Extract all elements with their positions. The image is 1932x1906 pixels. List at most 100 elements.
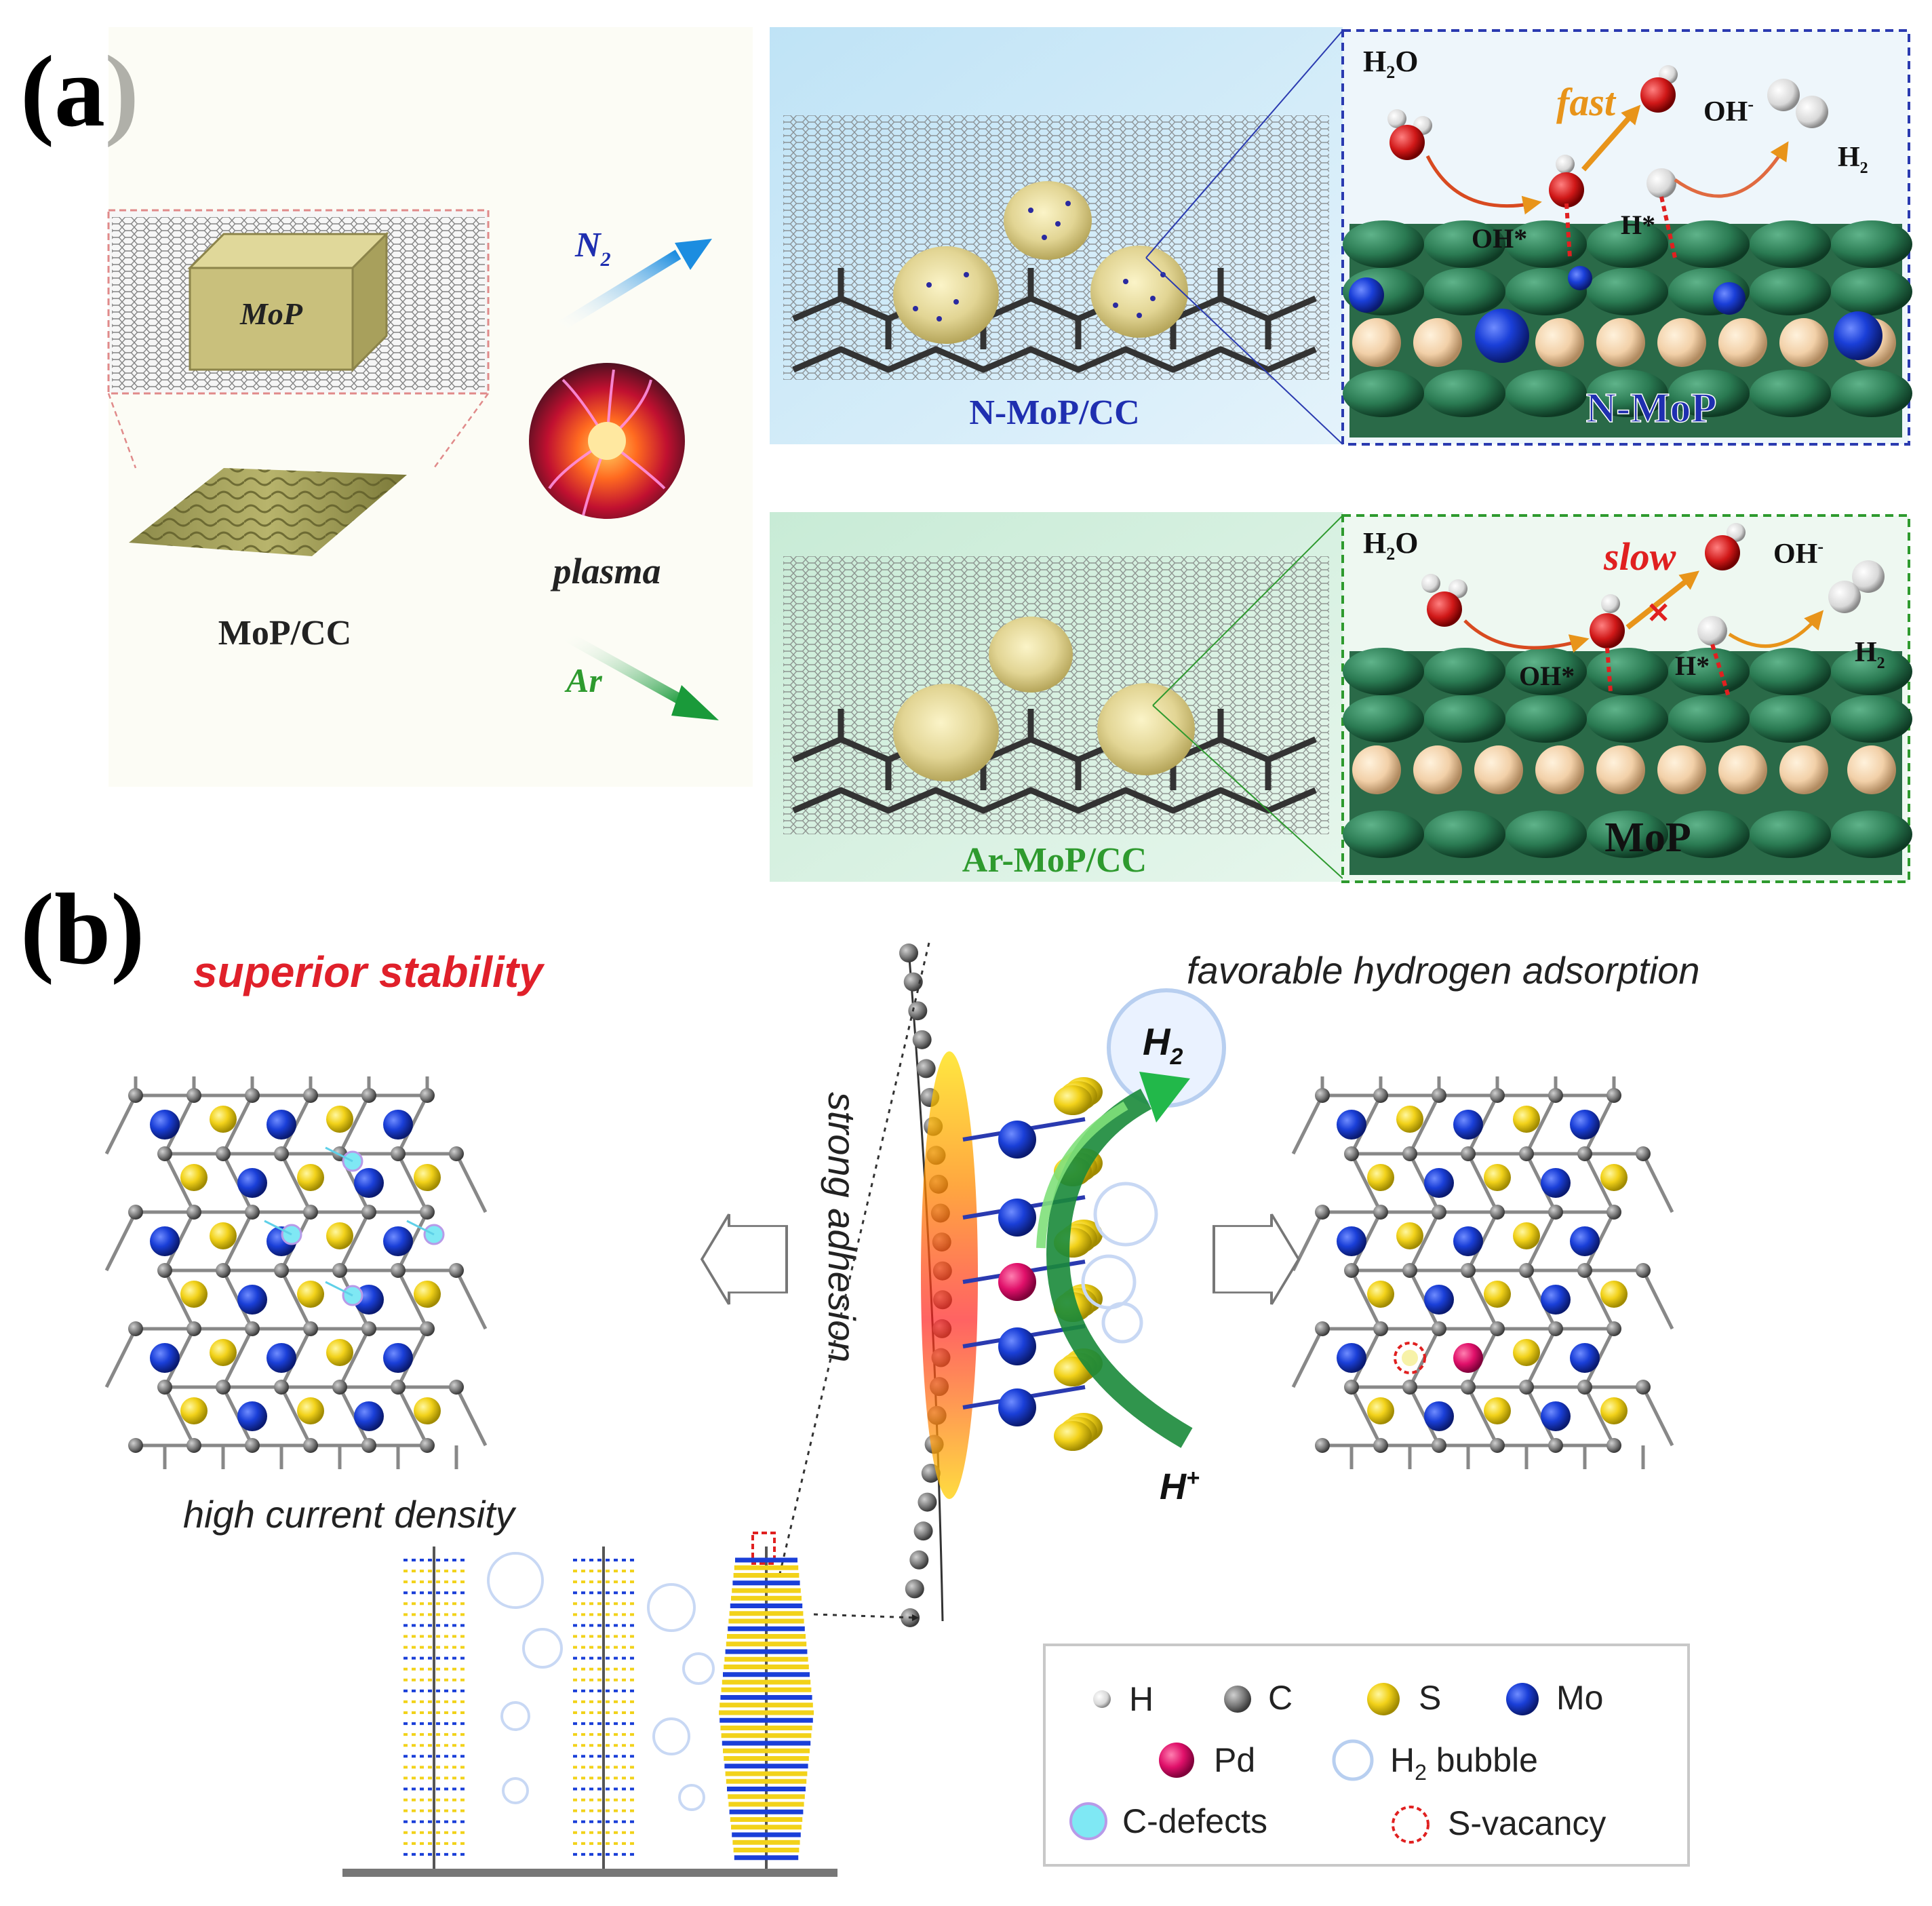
carbon-atom	[912, 1030, 932, 1049]
mo-atom	[267, 1110, 296, 1140]
mop-cc-label: MoP/CC	[218, 614, 351, 653]
s-atom	[1054, 1357, 1092, 1386]
s-atom	[180, 1397, 208, 1424]
n-mop-cc-label: N-MoP/CC	[969, 393, 1139, 432]
lattice-bond	[1408, 1211, 1441, 1272]
s-atom	[1484, 1281, 1511, 1308]
carbon-atom	[908, 1001, 928, 1021]
carbon-atom	[1315, 1088, 1330, 1103]
n2-label: N2	[574, 226, 611, 271]
carbon-atom	[909, 1550, 929, 1570]
graphene-sheet-bottom	[783, 556, 1329, 834]
n-mop-surface	[1343, 220, 1912, 437]
carbon-atom	[1373, 1321, 1388, 1336]
carbon-atom	[216, 1380, 231, 1395]
mo-atom	[267, 1343, 296, 1373]
proton-flow-arrow	[1046, 1089, 1193, 1448]
mo-atom	[1453, 1110, 1483, 1140]
carbon-atom	[1577, 1380, 1592, 1395]
carbon-atom	[1490, 1088, 1505, 1103]
carbon-atom	[1461, 1380, 1476, 1395]
lattice-bond	[1466, 1269, 1499, 1330]
lattice-bond	[279, 1152, 313, 1213]
carbon-atom	[332, 1263, 347, 1278]
carbon-atom	[1344, 1380, 1359, 1395]
n-mop-speed: fast	[1556, 80, 1617, 124]
carbon-atom	[303, 1088, 318, 1103]
mo-atom	[1453, 1226, 1483, 1256]
right-lattice	[1291, 1076, 1674, 1469]
carbon-atom	[1315, 1438, 1330, 1453]
lattice-bond	[1524, 1094, 1558, 1155]
carbon-atom	[1373, 1438, 1388, 1453]
mo-atom	[1541, 1401, 1571, 1431]
carbon-atom	[903, 972, 923, 992]
defect-bond	[325, 1146, 353, 1163]
legend-bubble: H2 bubble	[1390, 1741, 1538, 1785]
legend-bubble-swatch	[1332, 1739, 1374, 1781]
mop-cube-side	[351, 231, 388, 372]
mop-h-star: H*	[1675, 650, 1710, 681]
n-mop-molecules	[1387, 65, 1828, 258]
n-mop-h-star: H*	[1621, 210, 1655, 240]
carbon-atom	[1432, 1205, 1446, 1220]
carbon-atom	[1373, 1088, 1388, 1103]
s-atom	[1600, 1164, 1628, 1191]
mo-atom	[150, 1343, 180, 1373]
carbon-cloth: MoP/CC	[129, 468, 407, 653]
legend-h: H	[1129, 1680, 1154, 1718]
right-outline-arrow	[1213, 1213, 1301, 1305]
mo-atom	[150, 1110, 180, 1140]
mo-atom	[383, 1226, 413, 1256]
mop-speed: slow	[1603, 534, 1676, 579]
carbon-atom	[128, 1088, 143, 1103]
n2-arrow	[553, 250, 682, 334]
lattice-bond	[396, 1152, 429, 1213]
carbon-atom	[128, 1438, 143, 1453]
s-atom	[297, 1164, 324, 1191]
carbon-atom	[245, 1205, 260, 1220]
s-atom	[1513, 1339, 1540, 1366]
lattice-bond	[104, 1211, 138, 1272]
s-atom	[1367, 1164, 1394, 1191]
ar-mop-cc-label: Ar-MoP/CC	[962, 841, 1147, 880]
h2-bubble	[682, 1652, 715, 1685]
highlight-box	[751, 1532, 776, 1565]
carbon-atom	[1606, 1438, 1621, 1453]
n-mop-surface-label: N-MoP	[1586, 385, 1717, 431]
mop-oh-star: OH*	[1519, 661, 1575, 691]
mo-atom	[150, 1226, 180, 1256]
carbon-atom	[449, 1263, 464, 1278]
carbon-atom	[1636, 1146, 1651, 1161]
carbon-atom	[1519, 1263, 1534, 1278]
carbon-atom	[274, 1380, 289, 1395]
h-plus-reactant: H+	[1160, 1465, 1200, 1507]
mo-atom	[237, 1168, 267, 1198]
lattice-bond	[396, 1269, 429, 1330]
blocked-x-icon: ✕	[1647, 597, 1670, 629]
carbon-atom	[1548, 1205, 1563, 1220]
lattice-bond	[1349, 1152, 1383, 1213]
carbon-atom	[449, 1380, 464, 1395]
carbon-atom	[449, 1146, 464, 1161]
lattice-bond	[1524, 1211, 1558, 1272]
s-atom	[210, 1222, 237, 1249]
s-atom	[210, 1106, 237, 1133]
lattice-bond	[104, 1327, 138, 1388]
carbon-atom	[274, 1146, 289, 1161]
carbon-atom	[1402, 1263, 1417, 1278]
panel-b-label: (b)	[20, 873, 144, 986]
mop-oh-minus: OH-	[1773, 537, 1823, 570]
panel-a: (a) MoP MoP/CC N2	[20, 27, 1912, 883]
mo-atom	[1424, 1168, 1454, 1198]
legend: H C S Mo Pd H2 bubble C-defects S-vacanc…	[1043, 1644, 1690, 1867]
legend-c: C	[1268, 1679, 1293, 1717]
legend-mo-swatch	[1506, 1683, 1539, 1715]
carbon-atom	[186, 1088, 201, 1103]
favorable-adsorption-label: favorable hydrogen adsorption	[1187, 949, 1700, 992]
carbon-atom	[157, 1263, 172, 1278]
lattice-bond	[1524, 1327, 1558, 1388]
legend-pd-swatch	[1159, 1743, 1194, 1778]
lattice-bond	[221, 1211, 254, 1272]
